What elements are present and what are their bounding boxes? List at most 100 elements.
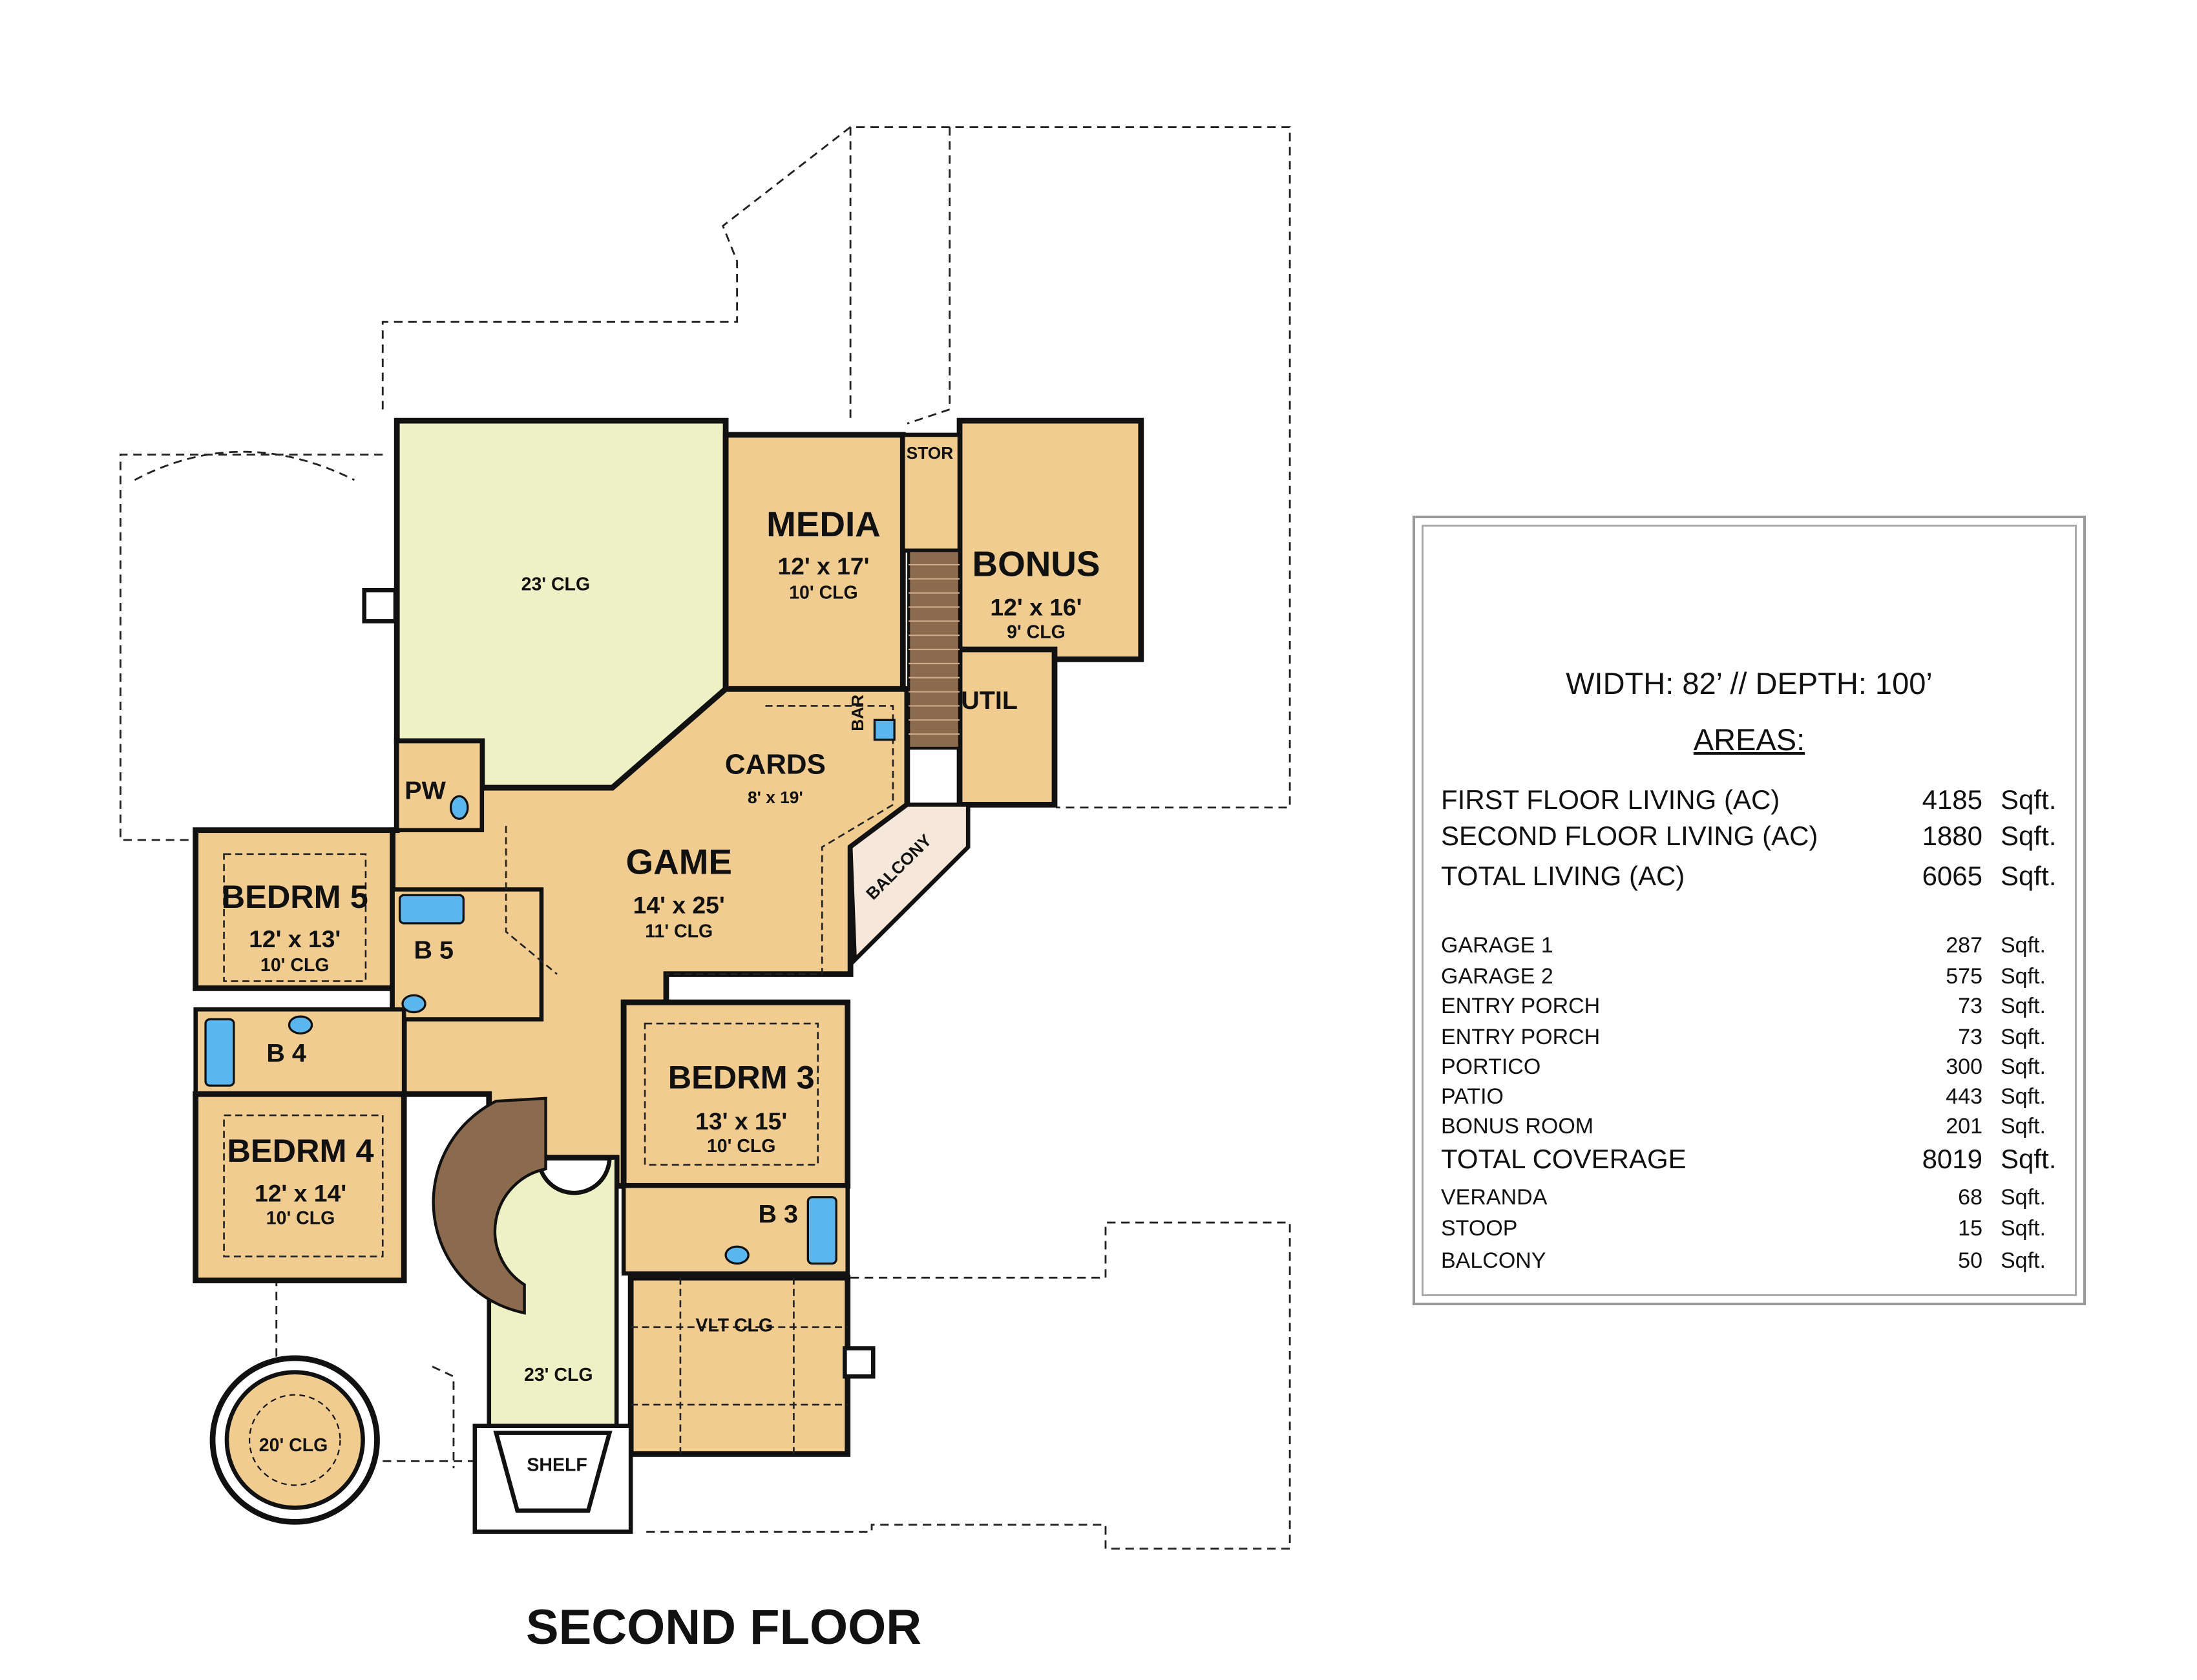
area-unit: Sqft. (2001, 784, 2057, 815)
svg-text:12' x 13': 12' x 13' (249, 925, 341, 952)
area-value: 201 (1946, 1114, 1982, 1139)
svg-text:10' CLG: 10' CLG (789, 582, 858, 603)
svg-text:20' CLG: 20' CLG (259, 1435, 328, 1456)
svg-text:11' CLG: 11' CLG (645, 921, 713, 942)
area-label: BALCONY (1441, 1248, 1546, 1273)
area-label: TOTAL COVERAGE (1441, 1144, 1687, 1174)
room-labels: 23' CLG MEDIA 12' x 17' 10' CLG BONUS 12… (222, 443, 1100, 1475)
first-floor-outline (120, 126, 1291, 1550)
area-label: GARAGE 1 (1441, 933, 1553, 958)
area-row: PATIO 443 Sqft. (1441, 1084, 2060, 1109)
svg-text:BAR: BAR (848, 695, 867, 731)
svg-text:SHELF: SHELF (527, 1455, 587, 1476)
area-value: 15 (1958, 1216, 1982, 1241)
area-value: 50 (1958, 1248, 1982, 1273)
area-label: STOOP (1441, 1216, 1518, 1241)
svg-text:CARDS: CARDS (725, 748, 826, 780)
svg-text:10' CLG: 10' CLG (707, 1136, 776, 1157)
area-label: BONUS ROOM (1441, 1114, 1594, 1139)
svg-text:12' x 14': 12' x 14' (255, 1179, 346, 1206)
area-label: GARAGE 2 (1441, 964, 1553, 989)
util-room (956, 646, 1058, 808)
svg-text:BEDRM 3: BEDRM 3 (668, 1059, 815, 1096)
svg-text:10' CLG: 10' CLG (266, 1208, 335, 1228)
svg-text:23' CLG: 23' CLG (524, 1365, 593, 1385)
bedroom-3 (620, 999, 851, 1189)
svg-text:14' x 25': 14' x 25' (633, 892, 725, 919)
area-value: 73 (1958, 994, 1982, 1018)
shelf (472, 1423, 633, 1534)
area-label: PORTICO (1441, 1055, 1541, 1079)
area-label: TOTAL LIVING (AC) (1441, 861, 1685, 891)
area-row: SECOND FLOOR LIVING (AC) 1880 Sqft. (1441, 821, 2060, 852)
bonus-room (956, 417, 1144, 662)
area-value: 4185 (1922, 784, 1982, 815)
svg-text:STOR: STOR (907, 443, 954, 463)
area-row: GARAGE 1 287 Sqft. (1441, 933, 2060, 958)
area-unit: Sqft. (2001, 1114, 2046, 1139)
page-title: SECOND FLOOR (525, 1600, 922, 1655)
area-unit: Sqft. (2001, 1185, 2046, 1210)
area-label: ENTRY PORCH (1441, 994, 1601, 1018)
area-unit: Sqft. (2001, 1055, 2046, 1079)
area-row: TOTAL LIVING (AC) 6065 Sqft. (1441, 861, 2060, 892)
vault-room (627, 1274, 851, 1457)
svg-text:10' CLG: 10' CLG (260, 955, 330, 976)
svg-text:23' CLG: 23' CLG (521, 574, 591, 594)
svg-text:GAME: GAME (625, 842, 731, 882)
svg-text:MEDIA: MEDIA (766, 504, 881, 544)
area-value: 287 (1946, 933, 1982, 958)
svg-text:VLT CLG: VLT CLG (695, 1315, 773, 1336)
svg-text:BONUS: BONUS (972, 544, 1100, 584)
area-unit: Sqft. (2001, 933, 2046, 958)
powder-room (394, 739, 485, 832)
bedroom-4 (193, 1091, 407, 1284)
bathtub (398, 894, 465, 925)
fixtures (204, 719, 896, 1265)
area-row: TOTAL COVERAGE 8019 Sqft. (1441, 1144, 2060, 1175)
area-value: 8019 (1922, 1144, 1982, 1174)
area-unit: Sqft. (2001, 821, 2057, 851)
area-row: STOOP 15 Sqft. (1441, 1216, 2060, 1241)
area-row: PORTICO 300 Sqft. (1441, 1055, 2060, 1080)
balcony (848, 803, 971, 965)
svg-text:13' x 15': 13' x 15' (695, 1108, 787, 1135)
area-value: 575 (1946, 964, 1982, 989)
area-value: 73 (1958, 1025, 1982, 1049)
svg-text:BEDRM 5: BEDRM 5 (222, 878, 368, 915)
stor-room (900, 432, 962, 553)
area-value: 443 (1946, 1084, 1982, 1109)
svg-text:B 4: B 4 (266, 1039, 306, 1067)
foyer-open (487, 1155, 619, 1428)
area-unit: Sqft. (2001, 1084, 2046, 1109)
area-unit: Sqft. (2001, 1216, 2046, 1241)
svg-text:12' x 16': 12' x 16' (990, 594, 1082, 621)
area-row: GARAGE 2 575 Sqft. (1441, 964, 2060, 989)
area-unit: Sqft. (2001, 964, 2046, 989)
svg-text:B 3: B 3 (759, 1200, 798, 1228)
svg-text:9' CLG: 9' CLG (1007, 622, 1066, 643)
bedroom-5 (193, 827, 395, 991)
area-row: BALCONY 50 Sqft. (1441, 1248, 2060, 1274)
area-label: SECOND FLOOR LIVING (AC) (1441, 821, 1818, 851)
svg-text:12' x 17': 12' x 17' (777, 552, 869, 580)
area-value: 68 (1958, 1185, 1982, 1210)
area-unit: Sqft. (2001, 1248, 2046, 1273)
areas-heading: AREAS: (1693, 722, 1805, 757)
area-unit: Sqft. (2001, 861, 2057, 891)
area-value: 6065 (1922, 861, 1982, 891)
areas-table: WIDTH: 82’ // DEPTH: 100’ AREAS: FIRST F… (1413, 516, 2086, 1305)
area-value: 1880 (1922, 821, 1982, 851)
svg-text:UTIL: UTIL (961, 686, 1018, 715)
area-unit: Sqft. (2001, 1144, 2057, 1174)
area-value: 300 (1946, 1055, 1982, 1079)
media-room (722, 432, 906, 692)
area-label: PATIO (1441, 1084, 1504, 1109)
area-unit: Sqft. (2001, 994, 2046, 1018)
bathtub (806, 1196, 837, 1265)
area-row: ENTRY PORCH 73 Sqft. (1441, 994, 2060, 1019)
